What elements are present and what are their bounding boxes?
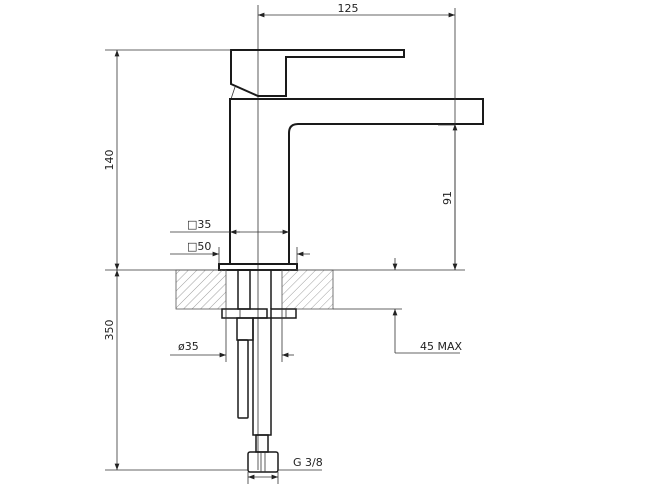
- lever-handle: [230, 49, 405, 97]
- hose-nut: [247, 451, 279, 473]
- faucet-body: [229, 98, 484, 264]
- dim-base-square: □50: [187, 240, 211, 253]
- fixing-nut-right: [270, 308, 297, 319]
- dim-body-square: □35: [187, 218, 211, 231]
- fixing-nut-left: [221, 308, 268, 319]
- dim-spout-reach: 125: [338, 2, 359, 15]
- threaded-rod: [237, 269, 251, 310]
- dim-hose-length: 350: [103, 320, 116, 341]
- shank: [236, 317, 254, 341]
- handle-joint: [230, 86, 236, 100]
- supply-rod: [237, 339, 249, 419]
- dim-hole-diameter: ø35: [178, 340, 199, 353]
- dim-max-thickness: 45 MAX: [420, 340, 463, 353]
- dim-total-height: 140: [103, 150, 116, 171]
- counter-section-left: [175, 269, 227, 310]
- dim-spout-height: 91: [441, 191, 454, 205]
- counter-section-right: [281, 269, 334, 310]
- dim-connection: G 3/8: [293, 456, 323, 469]
- supply-hose: [252, 317, 272, 436]
